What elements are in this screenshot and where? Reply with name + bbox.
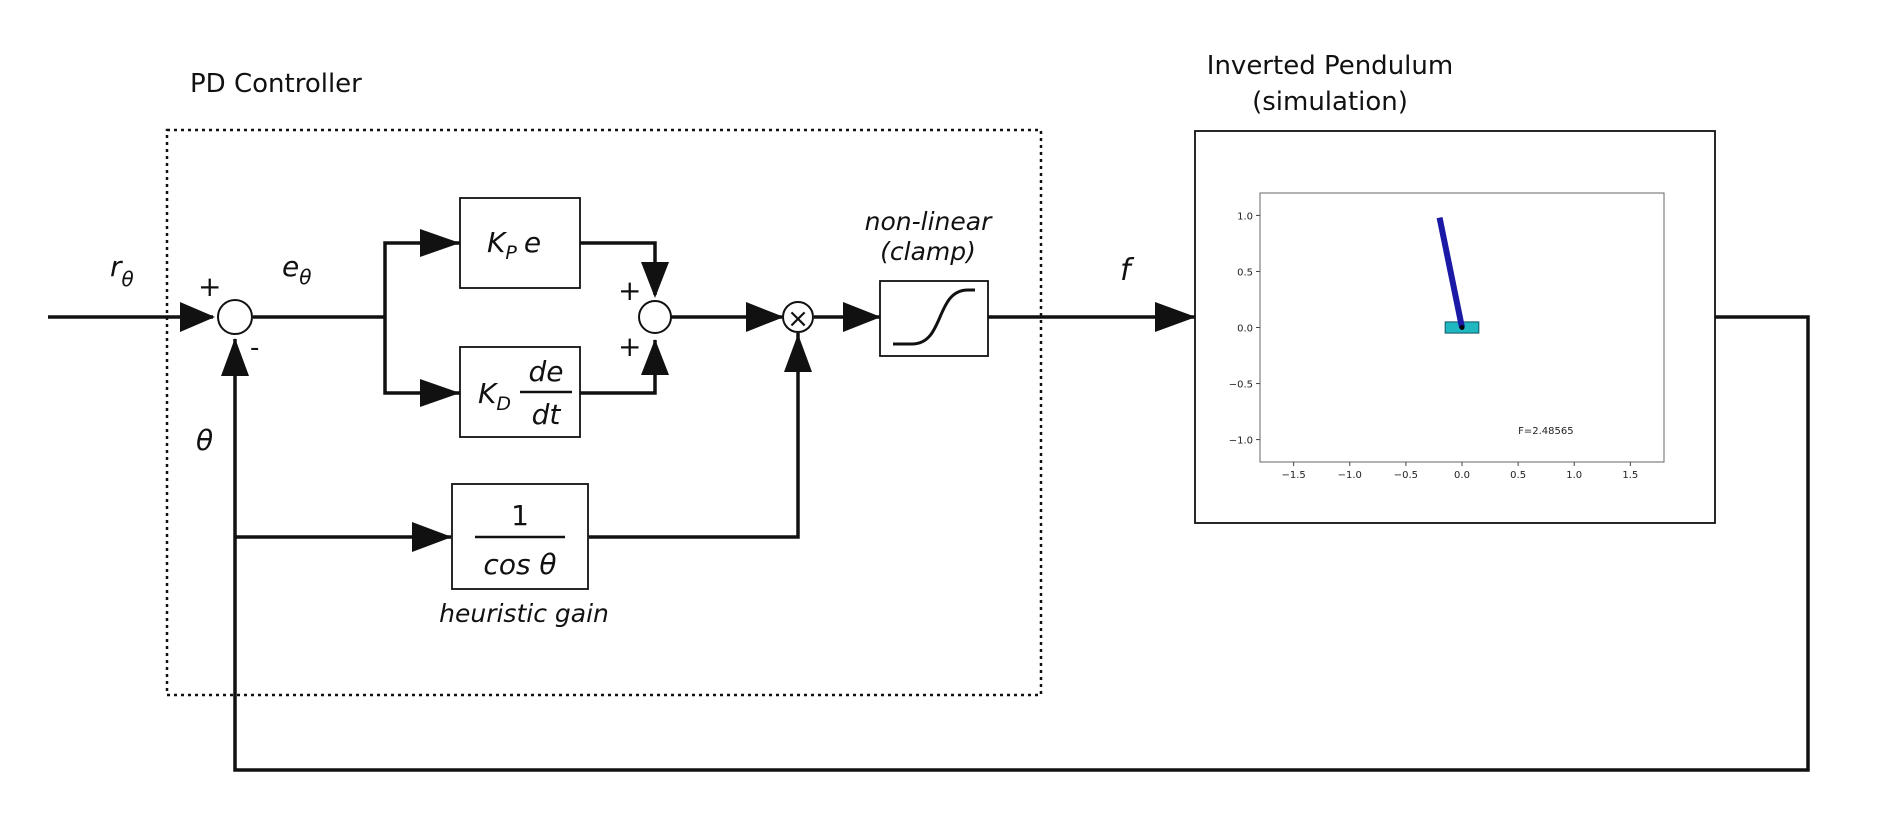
y-tick-label: −0.5 — [1229, 380, 1253, 391]
x-tick-label: 1.5 — [1622, 470, 1638, 481]
x-tick-label: −1.5 — [1282, 470, 1306, 481]
reference-label: rθ — [110, 250, 134, 291]
x-tick-label: −1.0 — [1338, 470, 1362, 481]
summer-plus-sign: + — [198, 270, 221, 303]
force-annotation: F=2.48565 — [1518, 426, 1573, 437]
summer-minus-sign: - — [250, 333, 259, 363]
pd-controller-title: PD Controller — [190, 69, 362, 99]
y-tick-label: 1.0 — [1237, 211, 1253, 222]
y-axis-ticks: 1.0 0.5 0.0 −0.5 −1.0 — [1229, 211, 1260, 447]
signal-wires — [48, 229, 1810, 772]
plant-title-line2: (simulation) — [1252, 87, 1408, 117]
error-label: eθ — [282, 250, 311, 289]
adder-plus-bottom: + — [618, 330, 641, 363]
x-tick-label: −0.5 — [1394, 470, 1418, 481]
clamp-label-line1: non-linear — [865, 207, 993, 236]
pivot-mark — [1459, 325, 1465, 330]
y-tick-label: 0.5 — [1237, 267, 1253, 278]
kd-numerator: de — [529, 355, 564, 388]
clamp-label-line2: (clamp) — [880, 237, 976, 266]
x-tick-label: 0.0 — [1454, 470, 1470, 481]
y-tick-label: −1.0 — [1229, 436, 1253, 447]
x-tick-label: 1.0 — [1566, 470, 1582, 481]
gain-out-wire — [589, 333, 800, 539]
error-summing-junction — [217, 299, 253, 335]
y-tick-label: 0.0 — [1237, 324, 1253, 335]
pd-controller-boundary — [165, 128, 1043, 697]
heuristic-denominator: cos θ — [483, 548, 556, 581]
pendulum-rod-mark — [1436, 217, 1465, 329]
x-axis-ticks: −1.5 −1.0 −0.5 0.0 0.5 1.0 1.5 — [1282, 462, 1638, 481]
kd-label: KD — [478, 377, 511, 415]
sigmoid-icon — [893, 288, 975, 346]
force-label: f — [1120, 253, 1135, 288]
x-tick-label: 0.5 — [1510, 470, 1526, 481]
multiplier-junction — [782, 301, 814, 333]
clamp-block — [879, 280, 989, 357]
feedback-wire — [233, 315, 1810, 772]
simulation-marks: F=2.48565 — [1436, 217, 1574, 437]
reference-arrowhead — [180, 302, 215, 332]
heuristic-gain-label: heuristic gain — [439, 599, 609, 628]
kd-denominator: dt — [532, 398, 562, 431]
adder-plus-top: + — [618, 274, 641, 307]
pd-adder — [638, 300, 672, 334]
kp-gain-block — [459, 197, 581, 289]
heuristic-numerator: 1 — [511, 499, 529, 532]
theta-label: θ — [196, 424, 213, 457]
multiply-sign: × — [787, 304, 809, 334]
plant-title-line1: Inverted Pendulum — [1207, 51, 1453, 81]
